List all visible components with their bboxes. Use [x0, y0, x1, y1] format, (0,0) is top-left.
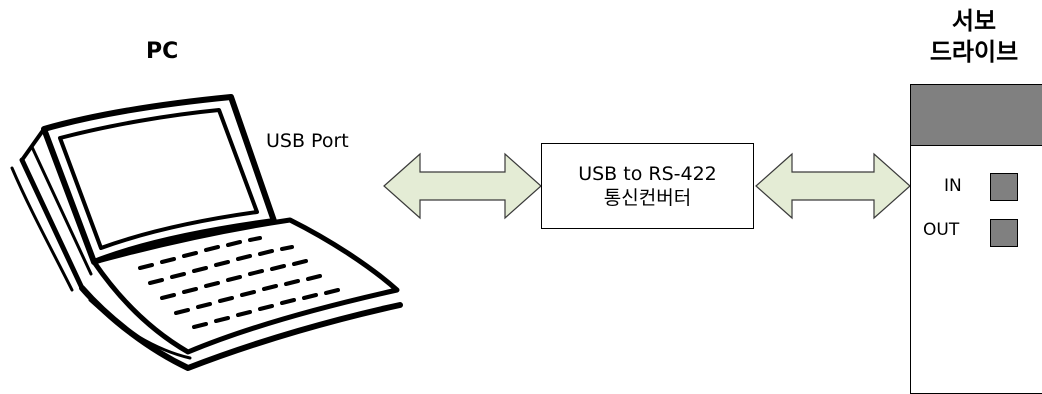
- diagram-canvas: [10, 94, 911, 371]
- usb-port-label: USB Port: [266, 130, 349, 152]
- in-port-label: IN: [944, 176, 962, 196]
- servo-drive-title-line1: 서보: [951, 7, 997, 35]
- in-port-connector: [990, 173, 1018, 201]
- converter-box: USB to RS-422 통신컨버터: [541, 143, 754, 229]
- converter-label-line1: USB to RS-422: [578, 163, 717, 185]
- servo-drive-title: 서보 드라이브: [906, 6, 1042, 68]
- laptop-icon: [10, 94, 403, 371]
- converter-label-line2: 통신컨버터: [603, 187, 692, 209]
- pc-title: PC: [146, 39, 179, 64]
- out-port-connector: [990, 219, 1018, 247]
- servo-drive-header: [911, 85, 1042, 146]
- usb-link-arrow: [383, 152, 542, 220]
- out-port-label: OUT: [923, 220, 960, 240]
- rs422-link-arrow: [755, 152, 911, 220]
- servo-drive-title-line2: 드라이브: [929, 38, 1019, 66]
- servo-drive-body: [910, 84, 1042, 394]
